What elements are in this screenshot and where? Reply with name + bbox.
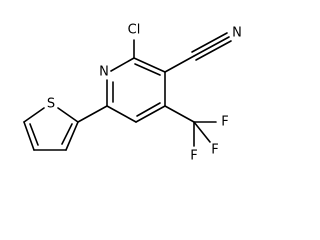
- bond-tc2-s: [57, 107, 79, 123]
- bond-c5-c6: [106, 105, 137, 123]
- bond-c4-cf3: [164, 105, 195, 123]
- bond-c4-c5: [135, 105, 166, 123]
- bond-c6-thiophene: [77, 105, 108, 123]
- thiophene-ring: [23, 107, 79, 151]
- bond-c2-c3-inner: [134, 63, 161, 76]
- bond-c4-c5-inner: [136, 102, 161, 117]
- atom-s: S: [47, 97, 55, 112]
- atom-n-ring: N: [99, 65, 109, 80]
- bond-c2-c3: [133, 57, 166, 73]
- chemical-structure: Cl N N S F F F: [23, 23, 242, 164]
- atom-f-diag: F: [211, 143, 218, 158]
- trifluoromethyl-group: [164, 105, 217, 147]
- nitrile-group: [164, 32, 232, 73]
- bond-cf3-f-diag: [193, 121, 211, 143]
- pyridine-ring: [106, 57, 166, 123]
- bond-cn-triple-1: [193, 36, 230, 57]
- bond-tc3-tc2-inner: [61, 123, 73, 145]
- atom-f-down: F: [190, 149, 197, 164]
- bond-tc5-tc4-inner: [29, 123, 39, 146]
- bond-tc3-tc2: [65, 121, 79, 151]
- bond-s-tc5: [23, 107, 45, 123]
- bond-cn-triple-2: [191, 32, 228, 53]
- bond-c3-cn: [164, 55, 195, 73]
- bond-cn-triple-3: [195, 40, 232, 61]
- atom-f-right: F: [221, 115, 228, 130]
- atom-cl: Cl: [128, 23, 141, 38]
- bond-tc5-tc4: [23, 121, 35, 151]
- bond-n1-c2: [110, 57, 135, 72]
- atom-n-nitrile: N: [232, 26, 242, 41]
